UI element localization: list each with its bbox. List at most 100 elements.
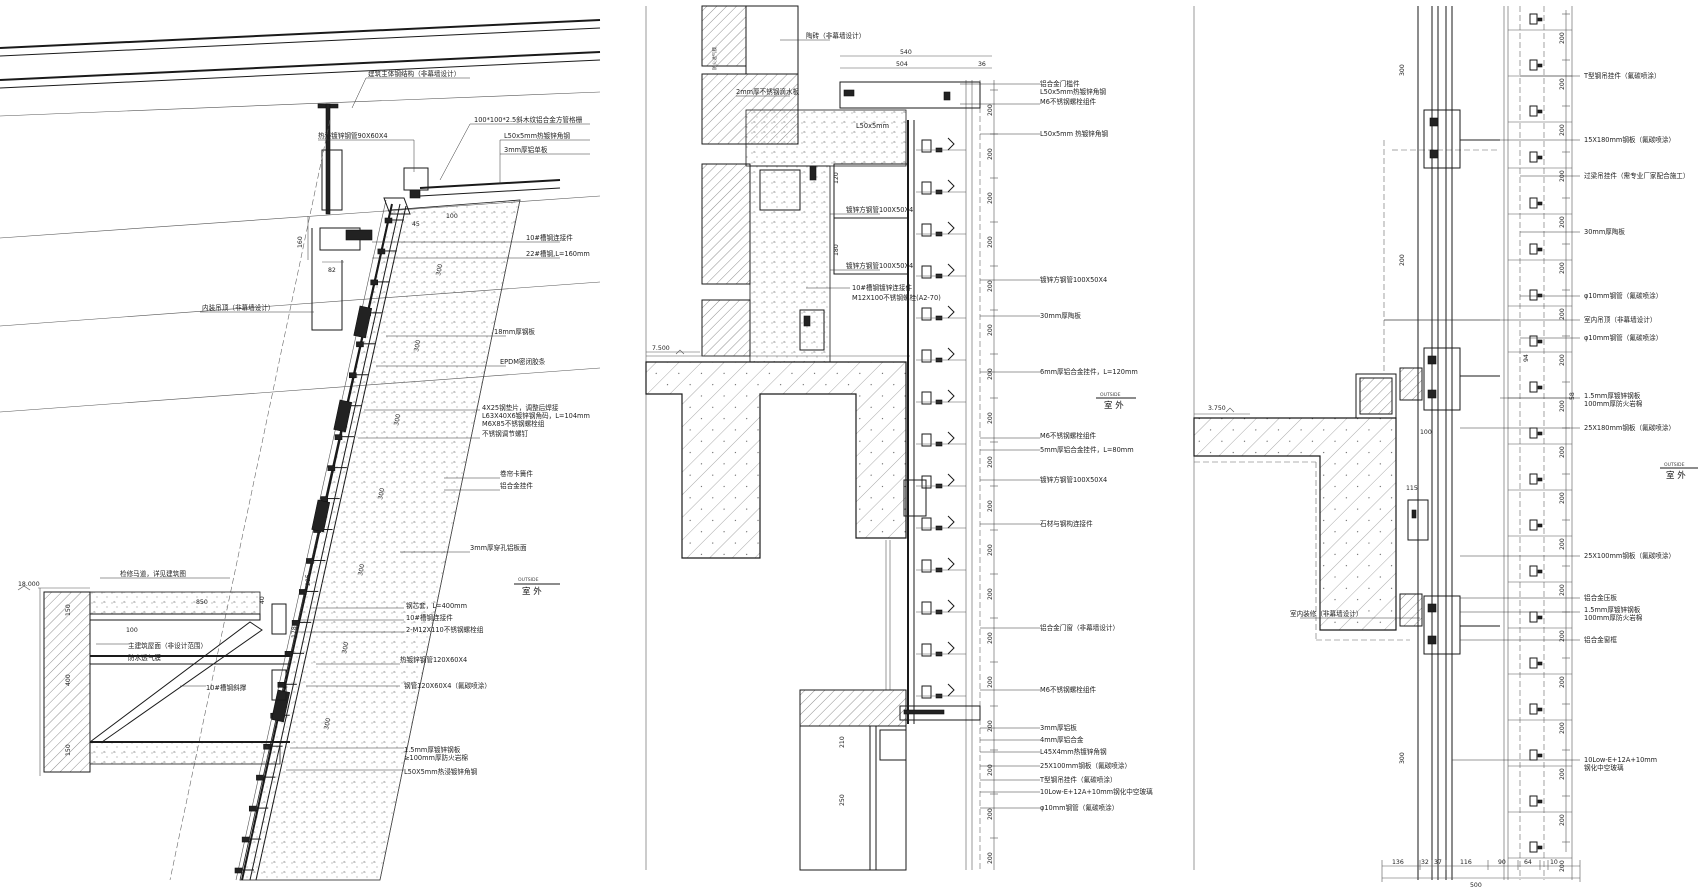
middle-clip (921, 181, 932, 195)
middle-clip-group (916, 137, 966, 699)
right-clip-bolt (1537, 109, 1543, 114)
right-label-10: 25X180mm钢板（氟碳喷涂） (1584, 423, 1675, 432)
middle-clip-hook (947, 431, 955, 445)
middle-label-22: 铝合金门窗（非幕墙设计） (1040, 623, 1119, 632)
middle-label-5: L50x5mm热镀锌角钢 (1040, 87, 1106, 96)
right-clip-bolt (1537, 615, 1543, 620)
middle-label-18: M6不锈钢螺栓组件 (1040, 431, 1096, 440)
middle-clip-hook (947, 389, 955, 403)
right-label-1: T型钢吊挂件（氟碳喷涂） (1583, 71, 1661, 80)
left-label-12: L63X40X6镀锌钢角码，L=104mm (482, 411, 590, 420)
right-dim-200: 200 (1559, 400, 1566, 412)
middle-label-8: L50x5mm 热镀锌角钢 (1040, 129, 1108, 138)
middle-clip (921, 265, 932, 279)
left-bracket (327, 465, 336, 471)
right-clip (1529, 749, 1538, 761)
middle-label-26: L45X4mm热镀锌角钢 (1040, 747, 1107, 756)
dim-bottom-64: 64 (1524, 859, 1532, 866)
middle-clip (921, 517, 932, 531)
right-label-8: 1.5mm厚镀锌钢板 (1584, 391, 1641, 400)
right-clip-group (1508, 13, 1572, 859)
dim-180: 180 (833, 244, 840, 256)
middle-clip (921, 601, 932, 615)
left-label-28: ≥100mm厚防火岩棉 (404, 753, 468, 762)
right-dim-200: 200 (1559, 630, 1566, 642)
right-dim-200: 200 (1559, 262, 1566, 274)
right-clip (1529, 795, 1538, 807)
left-label-29: L50X5mm热浸镀锌角钢 (404, 767, 478, 776)
middle-label-14: 30mm厚陶板 (1040, 311, 1081, 320)
left-level-18000: 18.000 (18, 581, 40, 588)
left-label-2: 100*100*2.5斜木纹铝合金方管格栅 (474, 115, 583, 124)
left-label-15: 卷帘卡簧件 (500, 469, 533, 478)
right-clip-bolt (1537, 293, 1543, 298)
left-bracket (241, 836, 250, 843)
left-label-8: 内装吊顶（非幕墙设计） (202, 303, 275, 312)
dim-160: 160 (297, 236, 304, 248)
middle-label-4: 铝合金门槛件 (1040, 79, 1080, 88)
dim-36: 36 (978, 61, 986, 68)
left-bracket (356, 341, 364, 348)
right-clip (1529, 519, 1538, 531)
middle-clip (921, 391, 932, 405)
middle-dim-200: 200 (987, 588, 994, 600)
middle-clip (921, 139, 932, 153)
right-outside-en: OUTSIDE (1664, 462, 1685, 468)
dim-300-f: 300 (341, 641, 350, 654)
dim-504: 504 (896, 61, 908, 68)
left-label-6: 10#槽钢连接件 (526, 233, 573, 242)
right-label-17: 铝合金窗框 (1584, 635, 1617, 644)
dim-200-r1: 200 (1399, 254, 1406, 266)
left-steel-plate (333, 399, 353, 433)
dim-300-a: 300 (435, 263, 444, 276)
middle-dim-200: 200 (987, 500, 994, 512)
right-clip (1529, 427, 1538, 439)
left-label-21: 2-M12X110不锈钢螺栓组 (406, 625, 484, 634)
middle-dim-200: 200 (987, 412, 994, 424)
right-clip-bolt (1537, 799, 1543, 804)
middle-clip-hook (947, 557, 955, 571)
middle-clip (921, 685, 932, 699)
right-clip (1529, 197, 1538, 209)
right-label-13: 25X100mm钢板（氟碳喷涂） (1584, 551, 1675, 560)
right-clip-bolt (1537, 201, 1543, 206)
middle-dim-200: 200 (987, 720, 994, 732)
middle-dim-200: 200 (987, 324, 994, 336)
right-dim-200: 200 (1559, 446, 1566, 458)
right-clip-bolt (1537, 569, 1543, 574)
left-label-25: 热镀锌钢管120X60X4 (400, 655, 467, 664)
middle-label-23: M6不锈钢螺栓组件 (1040, 685, 1096, 694)
middle-label-27: 25X100mm钢板（氟碳喷涂） (1040, 761, 1131, 770)
dim-bottom-10: 10 (1550, 859, 1558, 866)
right-clip-bolt (1537, 523, 1543, 528)
right-clip-bolt (1537, 385, 1543, 390)
middle-label-6: M6不锈钢螺栓组件 (1040, 97, 1096, 106)
middle-label-7: L50x5mm (856, 122, 889, 130)
middle-clip-hook (947, 515, 955, 529)
right-dim-200: 200 (1559, 216, 1566, 228)
middle-clip (921, 433, 932, 447)
middle-dim-200: 200 (987, 808, 994, 820)
middle-clip-hook (947, 221, 955, 235)
middle-outside-en: OUTSIDE (1100, 392, 1121, 398)
middle-label-30: φ10mm钢管（氟碳喷涂） (1040, 803, 1118, 812)
left-label-7: 22#槽钢,L=160mm (526, 249, 590, 258)
dim-300-g: 300 (323, 717, 332, 730)
middle-dim-200: 200 (987, 456, 994, 468)
left-bracket (377, 248, 386, 255)
right-dim-200: 200 (1559, 676, 1566, 688)
dim-300-r1: 300 (1399, 64, 1406, 76)
right-clip-bolt (1537, 17, 1543, 22)
middle-dim-200: 200 (987, 104, 994, 116)
left-steel-plate (311, 499, 331, 533)
middle-clip-hook (947, 263, 955, 277)
left-bracket-group (234, 217, 404, 874)
dim-150-a: 150 (65, 604, 72, 616)
dim-300-d: 300 (377, 487, 386, 500)
dim-120: 120 (833, 172, 840, 184)
right-label-6: 室内吊顶（非幕墙设计） (1584, 315, 1657, 324)
middle-annotations: 陶砖（非幕墙设计） 防火透气膜 2mm厚不锈钢滴水板 铝合金门槛件 L50x5m… (711, 31, 1153, 812)
left-label-3: 热浸镀锌钢管90X60X4 (318, 131, 388, 140)
left-bracket (334, 434, 343, 440)
